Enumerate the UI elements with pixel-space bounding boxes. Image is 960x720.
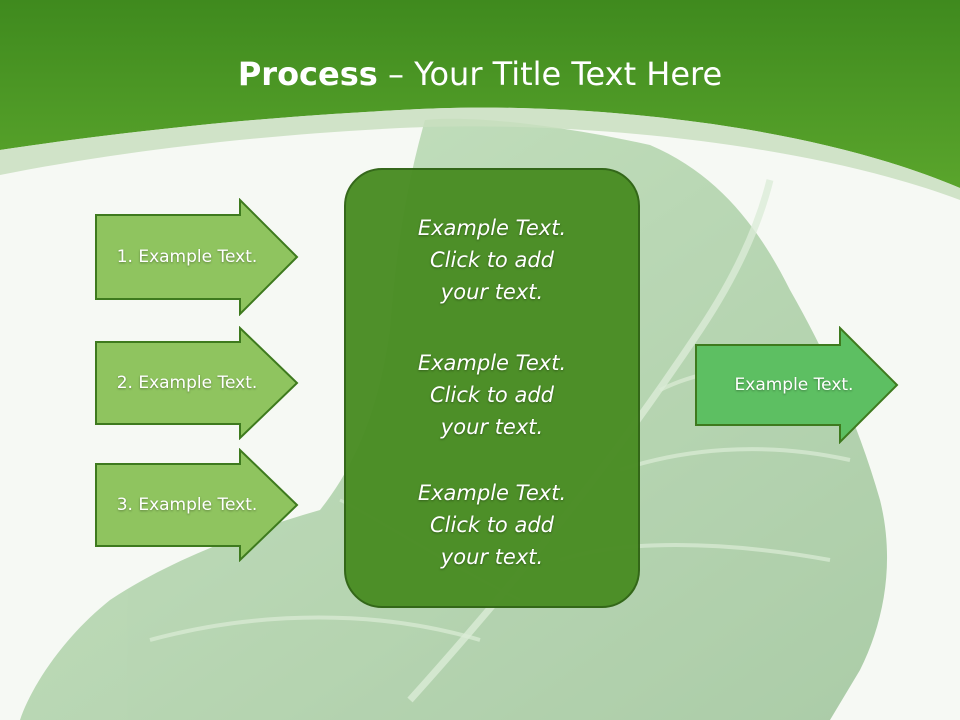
- center-block-3-line1: Example Text.: [417, 481, 567, 505]
- center-block-1-line2: Click to add: [429, 248, 554, 272]
- step-label-2: 2. Example Text.: [116, 373, 258, 393]
- title-bold: Process: [237, 55, 378, 93]
- step-arrow-1[interactable]: 1. Example Text.: [94, 198, 300, 316]
- center-text-box[interactable]: [344, 168, 640, 608]
- step-label-1: 1. Example Text.: [116, 247, 258, 267]
- step-arrow-1-shape: [95, 198, 299, 316]
- step-arrow-3-shape: [95, 448, 299, 562]
- header-band: [0, 0, 960, 188]
- center-block-1: Example Text. Click to add your text.: [344, 212, 640, 308]
- step-label-3: 3. Example Text.: [116, 495, 258, 515]
- center-block-3-line3: your text.: [440, 545, 544, 569]
- center-block-1-line3: your text.: [440, 280, 544, 304]
- center-block-2-line1: Example Text.: [417, 351, 567, 375]
- center-block-3-line2: Click to add: [429, 513, 554, 537]
- result-arrow-shape: [695, 326, 899, 444]
- step-arrow-3[interactable]: 3. Example Text.: [94, 448, 300, 562]
- header-swoosh: [0, 107, 960, 200]
- result-arrow[interactable]: Example Text.: [694, 326, 900, 444]
- center-block-3: Example Text. Click to add your text.: [344, 477, 640, 573]
- step-arrow-2-shape: [95, 326, 299, 440]
- center-block-1-line1: Example Text.: [417, 216, 567, 240]
- center-block-2-line2: Click to add: [429, 383, 554, 407]
- result-label: Example Text.: [734, 375, 854, 395]
- center-block-2-line3: your text.: [440, 415, 544, 439]
- title-rest: – Your Title Text Here: [377, 55, 723, 93]
- page-title: Process – Your Title Text Here: [0, 52, 960, 96]
- center-block-2: Example Text. Click to add your text.: [344, 347, 640, 443]
- step-arrow-2[interactable]: 2. Example Text.: [94, 326, 300, 440]
